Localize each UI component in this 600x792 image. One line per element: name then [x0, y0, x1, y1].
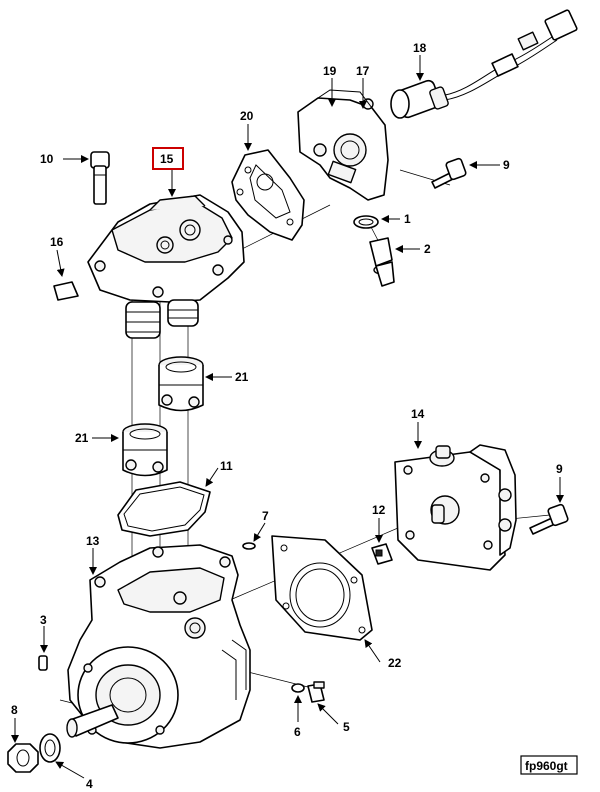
callout-15: 15: [160, 152, 174, 166]
callout-6: 6: [294, 725, 301, 739]
part-plug-5: [307, 681, 325, 703]
part-oring-fitting: [353, 215, 395, 287]
callout-8: 8: [11, 703, 18, 717]
part-tappet-upper: [158, 356, 204, 412]
callout-7: 7: [262, 509, 269, 523]
part-sensor-housing: [297, 89, 389, 201]
callout-13: 13: [86, 534, 100, 548]
callout-1: 1: [404, 212, 411, 226]
callout-4: 4: [86, 777, 93, 791]
callout-21-upper: 21: [235, 370, 249, 384]
part-cover-15: [87, 194, 245, 339]
callout-17: 17: [356, 64, 370, 78]
callout-16: 16: [50, 235, 64, 249]
callout-5: 5: [343, 720, 350, 734]
part-bolt-upper: [431, 157, 467, 189]
part-nut-8: [7, 743, 39, 773]
part-sensor-harness: [390, 9, 578, 119]
part-gasket-upper: [231, 149, 305, 241]
callout-9-upper: 9: [503, 158, 510, 172]
callout-15-highlight-box: [152, 147, 184, 170]
part-bolt-10: [90, 151, 110, 205]
part-pin-3: [38, 655, 48, 671]
part-oring-6: [291, 683, 305, 693]
callout-3: 3: [40, 613, 47, 627]
part-bolt-lower: [529, 503, 569, 535]
callout-22: 22: [388, 656, 402, 670]
part-washer-4: [39, 733, 61, 763]
callout-2: 2: [424, 242, 431, 256]
callout-10: 10: [40, 152, 54, 166]
part-seal-11: [117, 481, 211, 537]
callout-9-lower: 9: [556, 462, 563, 476]
callout-21-lower: 21: [75, 431, 89, 445]
part-gasket-22: [271, 535, 373, 641]
figure-reference: fp960gt: [520, 755, 578, 775]
callout-11: 11: [220, 459, 233, 473]
callout-labels: 10 15 16 20 19 17 18 9 1 2 21 21 11 7 13…: [11, 41, 563, 791]
part-pump-unit-14: [394, 444, 517, 571]
part-pad-16: [53, 281, 79, 301]
part-oring-7: [242, 542, 256, 550]
callout-12: 12: [372, 503, 386, 517]
part-tappet-lower: [122, 423, 168, 477]
callout-18: 18: [413, 41, 427, 55]
callout-20: 20: [240, 109, 254, 123]
figure-reference-label: fp960gt: [525, 759, 568, 773]
leader-lines: [11, 55, 564, 779]
callout-14: 14: [411, 407, 425, 421]
callout-19: 19: [323, 64, 337, 78]
part-clip-12: [371, 543, 393, 565]
part-pump-housing-13: [66, 544, 251, 749]
